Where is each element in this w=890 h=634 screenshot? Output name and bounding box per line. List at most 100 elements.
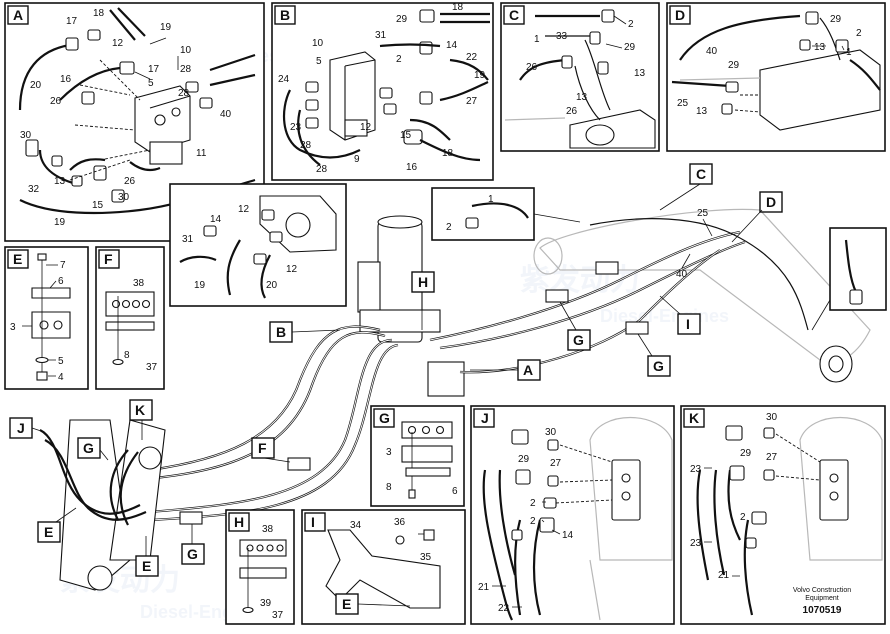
panel-label-c [503,5,525,25]
callout-number: 28 [180,64,192,75]
overview-label-g [181,543,205,565]
callout-number: 27 [550,458,562,469]
callout-number: 14 [446,40,458,51]
callout-number: 2 [446,222,452,233]
panel-f: F 38 8 37 [95,246,165,390]
callout-number: 19 [474,70,486,81]
callout-number: 26 [566,106,578,117]
panel-label-text: B [280,7,290,23]
footer-brand-line-2: Equipment [805,595,839,602]
overview-label-text: B [276,324,286,340]
callout-number: 2 [856,28,862,39]
callout-number: 18 [442,148,454,159]
overview-label-text: C [696,166,706,182]
panel-label-g [373,408,395,428]
callout-number: 7 [60,260,66,271]
callout-number: 5 [58,356,64,367]
overview-label-g [77,437,101,459]
overview-label-c [689,163,713,185]
panel-label-h [228,512,250,532]
callout-number: 32 [28,184,40,195]
panel-j: J 30 29 27 2 2 14 21 22 [470,405,675,625]
panel-label-text: E [13,251,22,267]
overview-label-f [251,437,275,459]
panel-label-text: D [675,7,685,23]
overview-label-g [647,355,671,377]
panel-g: G 3 8 6 [370,405,465,507]
panel-label-j [473,408,495,428]
overview-label-text: E [142,558,151,574]
callout-number: 38 [262,524,274,535]
panel-h: H 38 39 37 [225,509,295,625]
callout-number: 30 [766,412,778,423]
panel-c: C 2 1 33 29 26 13 13 26 [500,2,660,152]
overview-label-text: G [653,358,664,374]
callout-number: 28 [300,140,312,151]
overview-label-text: E [342,596,351,612]
panel-label-text: C [509,7,519,23]
callout-number: 9 [354,154,360,165]
overview-label-text: G [187,546,198,562]
callout-number: 12 [360,122,372,133]
callout-number: 22 [466,52,478,63]
callout-number: 12 [238,204,250,215]
overview-label-text: K [135,402,145,418]
callout-number: 31 [375,30,387,41]
callout-number: 21 [718,570,730,581]
callout-number: 11 [196,148,207,159]
callout-number: 30 [545,427,557,438]
callout-number: 5 [148,78,154,89]
watermark-text-en: Diesel-Engines [600,306,729,326]
callout-number: 1 [534,34,540,45]
callout-number: 29 [740,448,752,459]
overview-label-text: E [44,524,53,540]
panel-b: B 29 18 31 10 14 5 2 22 24 19 27 23 12 1… [271,2,494,181]
callout-number: 31 [182,234,194,245]
callout-number: 29 [728,60,740,71]
callout-number: 29 [624,42,636,53]
footer-brand-line-1: Volvo Construction [793,587,851,594]
callout-number: 37 [272,610,284,621]
callout-number: 12 [112,38,124,49]
callout-number: 5 [316,56,322,67]
callout-number: 6 [58,276,64,287]
overview-label-k [129,399,153,421]
callout-number: 35 [420,552,432,563]
callout-number: 29 [396,14,408,25]
overview-label-d [759,191,783,213]
callout-number: 34 [350,520,362,531]
overview-label-text: F [258,440,267,456]
callout-number: 39 [260,598,272,609]
panel-e: E 7 6 3 5 4 [4,246,89,390]
callout-number: 10 [312,38,324,49]
callout-number: 26 [124,176,136,187]
callout-number: 27 [466,96,478,107]
callout-number: 3 [10,322,16,333]
overview-label-text: I [686,316,690,332]
callout-number: 33 [556,31,568,42]
panel-i: I 34 36 35 [301,509,466,625]
footer: Volvo Construction Equipment 1070519 [793,587,851,616]
callout-number: 22 [498,603,510,614]
callout-number: 19 [54,217,66,228]
callout-number: 23 [690,464,702,475]
callout-number: 30 [20,130,32,141]
callout-number: 25 [697,208,709,219]
callout-number: 2 [530,516,536,527]
callout-number: 15 [400,130,412,141]
overview-label-e [135,555,159,577]
detail-inset-c: 1 2 [431,187,581,241]
overview-label-e [37,521,61,543]
callout-number: 13 [696,106,708,117]
callout-number: 15 [92,200,104,211]
overview-label-text: J [17,420,25,436]
panel-label-b [274,5,296,25]
callout-number: 25 [677,98,689,109]
panel-label-k [683,408,705,428]
overview-assembly: 25 40 [39,208,871,591]
callout-number: 40 [706,46,718,57]
callout-number: 27 [766,452,778,463]
overview-label-i [677,313,701,335]
callout-number: 20 [30,80,42,91]
